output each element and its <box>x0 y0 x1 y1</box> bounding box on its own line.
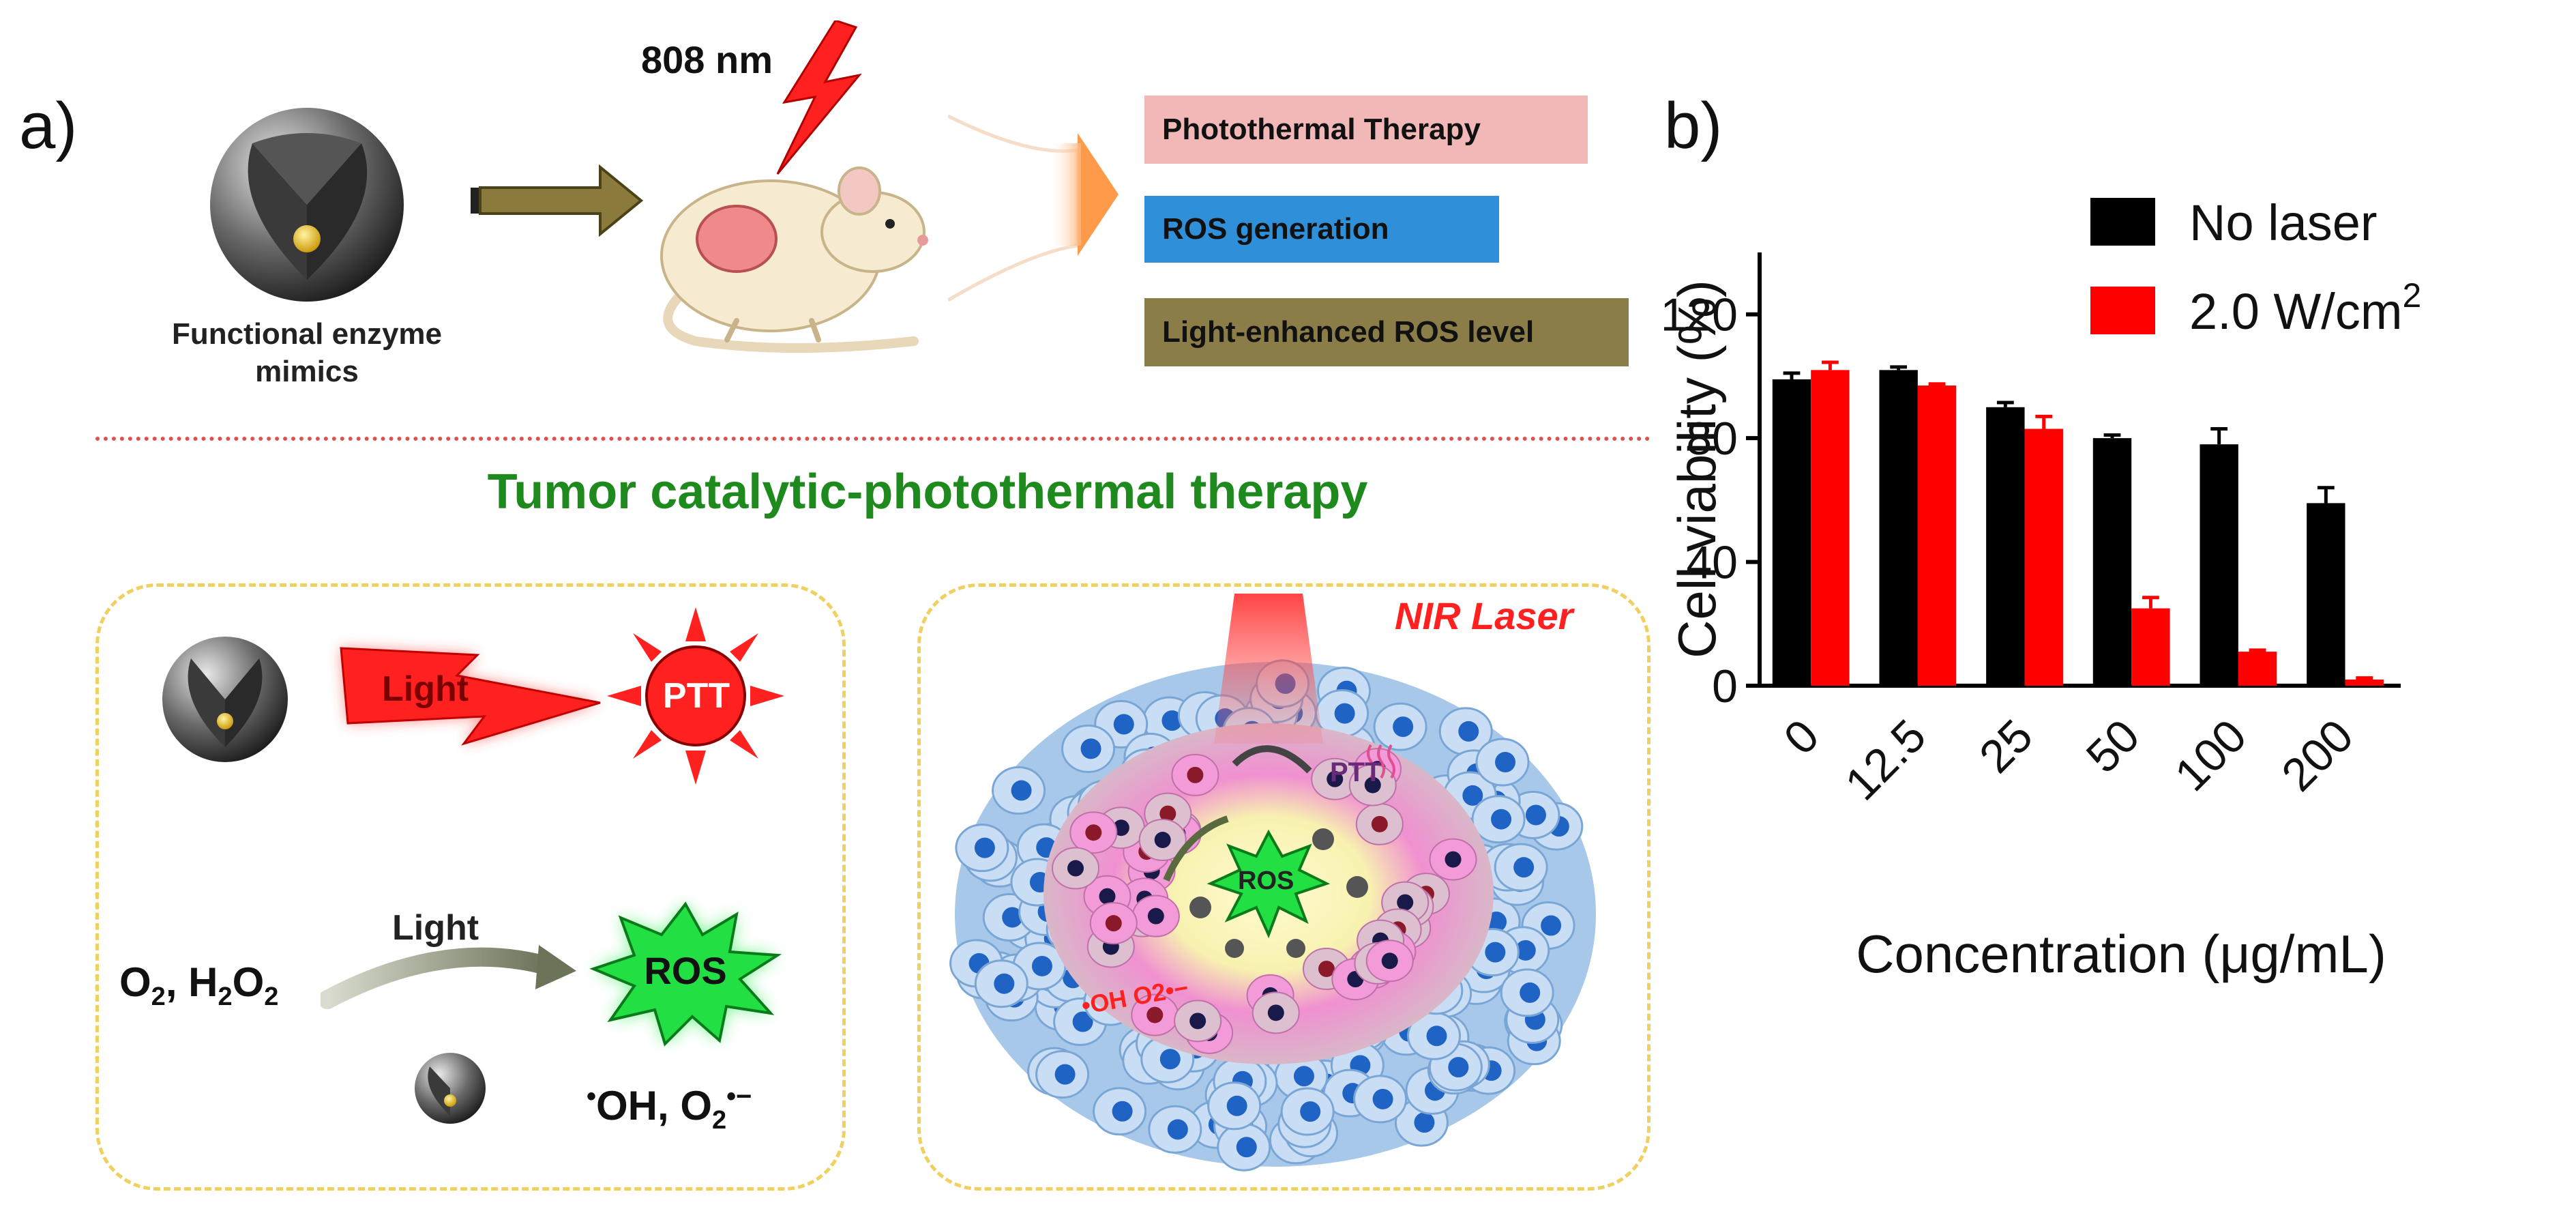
chart-bar <box>2200 444 2238 686</box>
light-bolt-icon <box>340 647 601 746</box>
process-arrow <box>471 164 644 237</box>
tumor-ptt-label: PTT <box>1330 757 1382 787</box>
reaction-light-label: Light <box>392 908 479 948</box>
sphere-caption-line1: Functional enzyme <box>171 317 443 351</box>
mechanism-box-left <box>95 583 846 1191</box>
chart-x-tick-label: 12.5 <box>1835 710 1936 810</box>
chart-y-axis-label: Cell viability (%) <box>1667 280 1727 658</box>
chart-bar <box>2238 652 2277 686</box>
reactants-label: O2, H2O2 <box>119 959 279 1011</box>
ros-burst-icon <box>589 901 782 1047</box>
chart-x-axis-label: Concentration (μg/mL) <box>1856 924 2386 984</box>
light-label: Light <box>382 669 469 709</box>
chart-x-tick-label: 200 <box>2272 710 2363 801</box>
chart-bar <box>1917 385 1957 686</box>
ptt-label: PTT <box>662 676 730 716</box>
enzyme-mimic-sphere-icon <box>210 108 404 302</box>
panel-a-label: a) <box>19 89 78 162</box>
chart-x-tick-label: 25 <box>1970 710 2043 783</box>
laser-wavelength-label: 808 nm <box>641 38 773 81</box>
chart-bar <box>2131 608 2170 686</box>
laser-lightning-icon <box>776 20 862 175</box>
chart-legend-swatch <box>2090 198 2155 246</box>
chart-x-tick-label: 50 <box>2076 710 2149 783</box>
output-light-spread <box>948 114 1119 302</box>
chart-bar <box>1879 370 1918 686</box>
ros-label: ROS <box>644 949 727 992</box>
chart-x-tick-label: 100 <box>2165 710 2256 801</box>
chart-y-tick-label: 40 <box>1686 537 1738 589</box>
mouse-icon <box>660 166 928 353</box>
section-divider <box>95 437 1650 441</box>
chart-y-tick-label: 80 <box>1686 413 1738 465</box>
therapy-title: Tumor catalytic-photothermal therapy <box>487 465 1368 519</box>
chart-legend-label: No laser <box>2189 194 2378 251</box>
chart-bar <box>1811 370 1850 686</box>
outcome-photothermal-therapy: Photothermal Therapy <box>1144 96 1588 164</box>
tumor-illustration <box>949 594 1596 1172</box>
nir-laser-label: NIR Laser <box>1395 594 1573 637</box>
chart-x-tick-label: 0 <box>1774 710 1829 764</box>
chart-y-tick-label: 0 <box>1712 660 1738 712</box>
chart-legend-label: 2.0 W/cm2 <box>2189 276 2421 340</box>
sphere-caption-line2: mimics <box>255 355 359 388</box>
outcome-ros-generation: ROS generation <box>1144 196 1499 263</box>
catalyst-sphere-icon <box>415 1053 486 1124</box>
chart-bar <box>2345 679 2384 686</box>
chart-y-tick-label: 120 <box>1664 289 1738 341</box>
products-label: •OH, O2•− <box>587 1081 752 1135</box>
chart-bar <box>2024 428 2063 686</box>
ptt-sun-icon <box>607 607 784 785</box>
chart-legend-swatch <box>2090 287 2155 334</box>
panel-b-label: b) <box>1664 89 1723 162</box>
nanoparticle-small-icon <box>162 637 288 762</box>
chart-bar <box>1986 407 2025 686</box>
chart-bar <box>2092 438 2132 686</box>
mechanism-box-right <box>917 583 1650 1191</box>
reaction-arrow <box>321 945 576 1009</box>
outcome-light-enhanced-ros: Light-enhanced ROS level <box>1144 298 1629 366</box>
tumor-ros-label: ROS <box>1238 867 1294 895</box>
chart-bar <box>1772 379 1811 686</box>
chart-bar <box>2307 503 2345 686</box>
